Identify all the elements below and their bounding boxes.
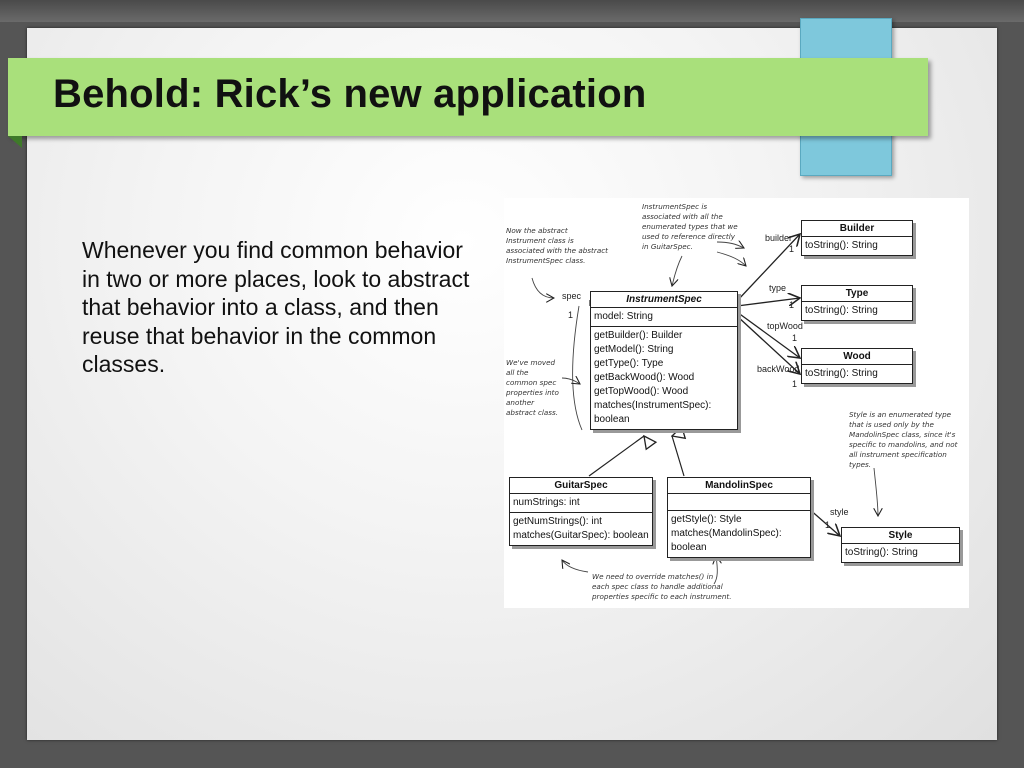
class-name: Wood [802,349,912,365]
class-attributes: numStrings: int [510,494,652,513]
slide-title: Behold: Rick’s new application [53,72,647,116]
assoc-topwood-line [736,311,800,358]
class-name: MandolinSpec [668,478,810,494]
class-methods: getBuilder(): Builder getModel(): String… [591,327,737,429]
note-abstract-association: Now the abstract Instrument class is ass… [506,226,609,265]
assoc-mult-topwood: 1 [792,333,798,343]
inherit-mandolin-line [672,436,684,477]
class-instrumentspec: InstrumentSpec model: String getBuilder(… [590,291,738,430]
class-type: Type toString(): String [801,285,913,321]
assoc-label-builder: builder [765,233,793,243]
class-methods: toString(): String [805,240,878,251]
assoc-mult-style: 1 [825,520,831,530]
assoc-label-style: style [830,507,849,517]
slide-body-text: Whenever you find common behavior in two… [82,237,470,377]
title-bar [8,58,928,136]
assoc-label-backwood: backWood [757,364,800,374]
assoc-mult-spec: 1 [568,310,574,320]
title-bar-fold [8,136,22,148]
assoc-style-line [807,507,840,536]
class-wood: Wood toString(): String [801,348,913,384]
method-text: getModel(): String [594,344,674,355]
note-style-enumerated: Style is an enumerated type that is used… [849,410,958,469]
assoc-mult-backwood: 1 [792,379,798,389]
class-methods: getNumStrings(): int matches(GuitarSpec)… [510,513,652,545]
class-guitarspec: GuitarSpec numStrings: int getNumStrings… [509,477,653,546]
class-methods: toString(): String [805,305,878,316]
note-override-matches: We need to override matches() in each sp… [592,572,732,601]
class-style: Style toString(): String [841,527,960,563]
class-builder: Builder toString(): String [801,220,913,256]
assoc-label-topwood: topWood [767,321,803,331]
assoc-label-type: type [769,283,787,293]
method-text: getStyle(): Style [671,514,742,525]
method-text: getType(): Type [594,358,664,369]
method-text: getNumStrings(): int [513,516,602,527]
method-text: getBackWood(): Wood [594,372,695,383]
class-name: Builder [802,221,912,237]
method-text: getBuilder(): Builder [594,330,683,341]
diagram-connectors [531,198,969,585]
class-methods: getStyle(): Style matches(MandolinSpec):… [668,511,810,557]
class-name: Style [842,528,959,544]
assoc-backwood-line [736,315,800,374]
class-mandolinspec: MandolinSpec getStyle(): Style matches(M… [667,477,811,558]
method-text: getTopWood(): Wood [594,386,689,397]
assoc-mult-type: 1 [789,300,795,310]
method-text: matches(MandolinSpec): boolean [671,528,782,553]
window-frame-top [0,0,1024,22]
class-name: InstrumentSpec [591,292,737,308]
assoc-type-line [736,298,800,307]
class-name: GuitarSpec [510,478,652,494]
class-methods: toString(): String [845,547,918,558]
class-attributes: model: String [591,308,737,327]
uml-diagram: InstrumentSpec model: String getBuilder(… [504,198,969,608]
note-moved-properties: We've moved all the common spec properti… [506,358,559,417]
class-name: Type [802,286,912,302]
method-text: matches(GuitarSpec): boolean [513,530,649,541]
method-text: matches(InstrumentSpec): boolean [594,400,712,425]
assoc-mult-builder: 1 [789,244,795,254]
class-attributes [668,494,810,511]
note-enumerated-types: InstrumentSpec is associated with all th… [642,202,738,251]
inherit-guitar-line [588,436,644,477]
class-methods: toString(): String [805,368,878,379]
assoc-builder-line [736,234,800,302]
assoc-label-spec: spec [562,291,582,301]
